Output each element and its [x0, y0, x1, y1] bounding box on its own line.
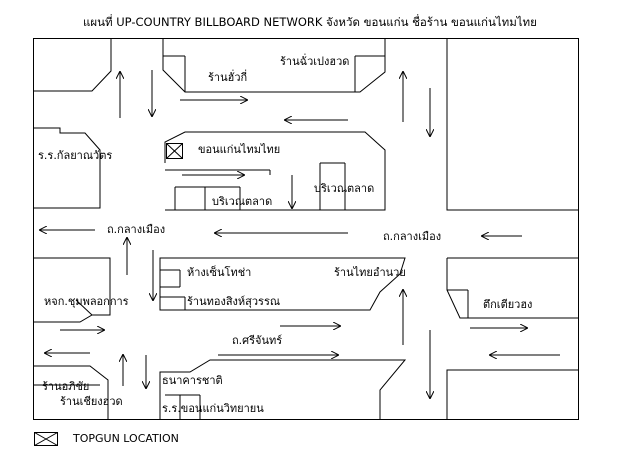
block-bottom-right [446, 369, 579, 420]
block-top-right [446, 38, 579, 211]
label-thanon-klang-muang-right: ถ.กลางเมือง [383, 230, 442, 243]
label-ran-thai-amnuay: ร้านไทยอำนวย [334, 266, 406, 279]
label-hjk-chumpol: หจก.ชุมพลอกการ [44, 295, 129, 308]
x-box-icon [34, 432, 58, 446]
block-bottom-left [33, 365, 109, 420]
label-ror-kanyawat: ร.ร.กัลยาณวัตร [38, 149, 113, 162]
label-ran-thong-sing: ร้านทองสิงห์สุวรรณ [187, 295, 281, 308]
map-frame [33, 38, 579, 420]
label-thanon-sri-chan: ถ.ศรีจันทร์ [232, 334, 283, 347]
label-thanakhan-chat: ธนาคารชาติ [162, 374, 223, 387]
block-lower-left [33, 257, 111, 323]
block-top-center [162, 38, 386, 93]
block-left-middle [33, 127, 101, 209]
block-bottom-center [159, 359, 407, 420]
label-ran-abichai: ร้านอภิชัย [42, 380, 90, 393]
label-hang-seng-choktha: ห้างเซ็นโทช่า [187, 266, 252, 279]
label-ror-khon-kaen-wittayayon: ร.ร.ขอนแก่นวิทยายน [162, 402, 264, 415]
label-thanon-klang-muang-left: ถ.กลางเมือง [107, 223, 166, 236]
block-top-left [33, 38, 112, 92]
label-tuk-tiew-huang: ตึกเตียวฮง [483, 298, 533, 311]
label-ran-huaki: ร้านฮั่วกี่ [208, 71, 248, 84]
label-ran-chiew-peng-huad: ร้านฉั่วเปงฮวด [280, 55, 350, 68]
map-title: แผนที่ UP-COUNTRY BILLBOARD NETWORK จังห… [83, 15, 537, 29]
legend-text: TOPGUN LOCATION [73, 432, 179, 445]
label-khon-kaen-thai-mai-thai: ขอนแก่นไทมไทย [198, 143, 281, 156]
block-lower-center [159, 257, 406, 311]
label-ran-chiang-huad: ร้านเชียงฮวด [60, 395, 123, 408]
block-market [164, 131, 386, 211]
topgun-location-marker [166, 143, 183, 159]
label-boriwen-talad-1: บริเวณตลาด [212, 195, 273, 208]
label-boriwen-talad-2: บริเวณตลาด [314, 182, 375, 195]
